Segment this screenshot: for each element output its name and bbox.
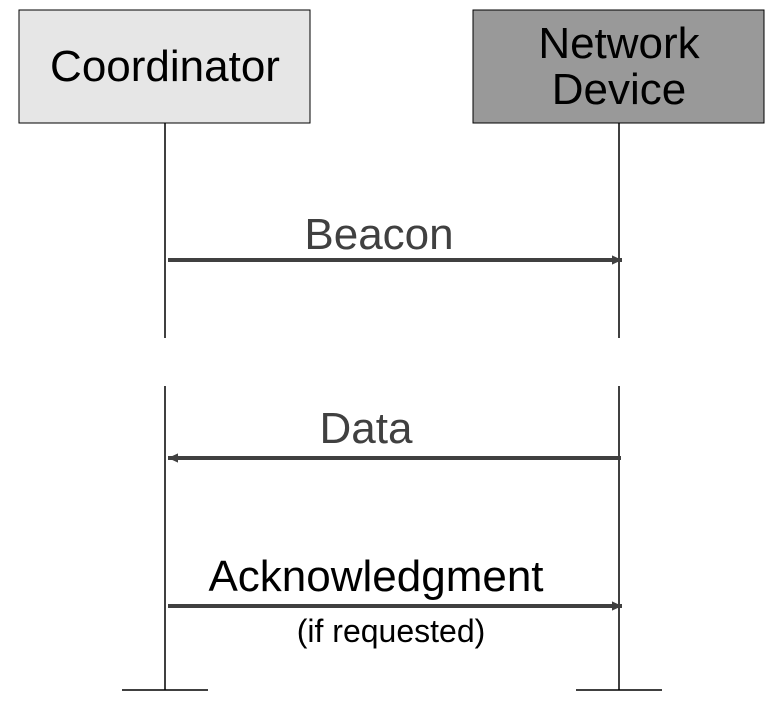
acknowledgment-note: (if requested)	[297, 613, 486, 649]
network-device-label-line2: Device	[552, 65, 687, 114]
network-device-label-line1: Network	[538, 19, 700, 68]
data-label: Data	[320, 404, 413, 453]
network-device-box	[472, 9, 765, 124]
coordinator-box	[18, 9, 311, 124]
beacon-label: Beacon	[304, 210, 453, 259]
coordinator-label: Coordinator	[50, 42, 280, 91]
acknowledgment-label: Acknowledgment	[208, 552, 543, 601]
